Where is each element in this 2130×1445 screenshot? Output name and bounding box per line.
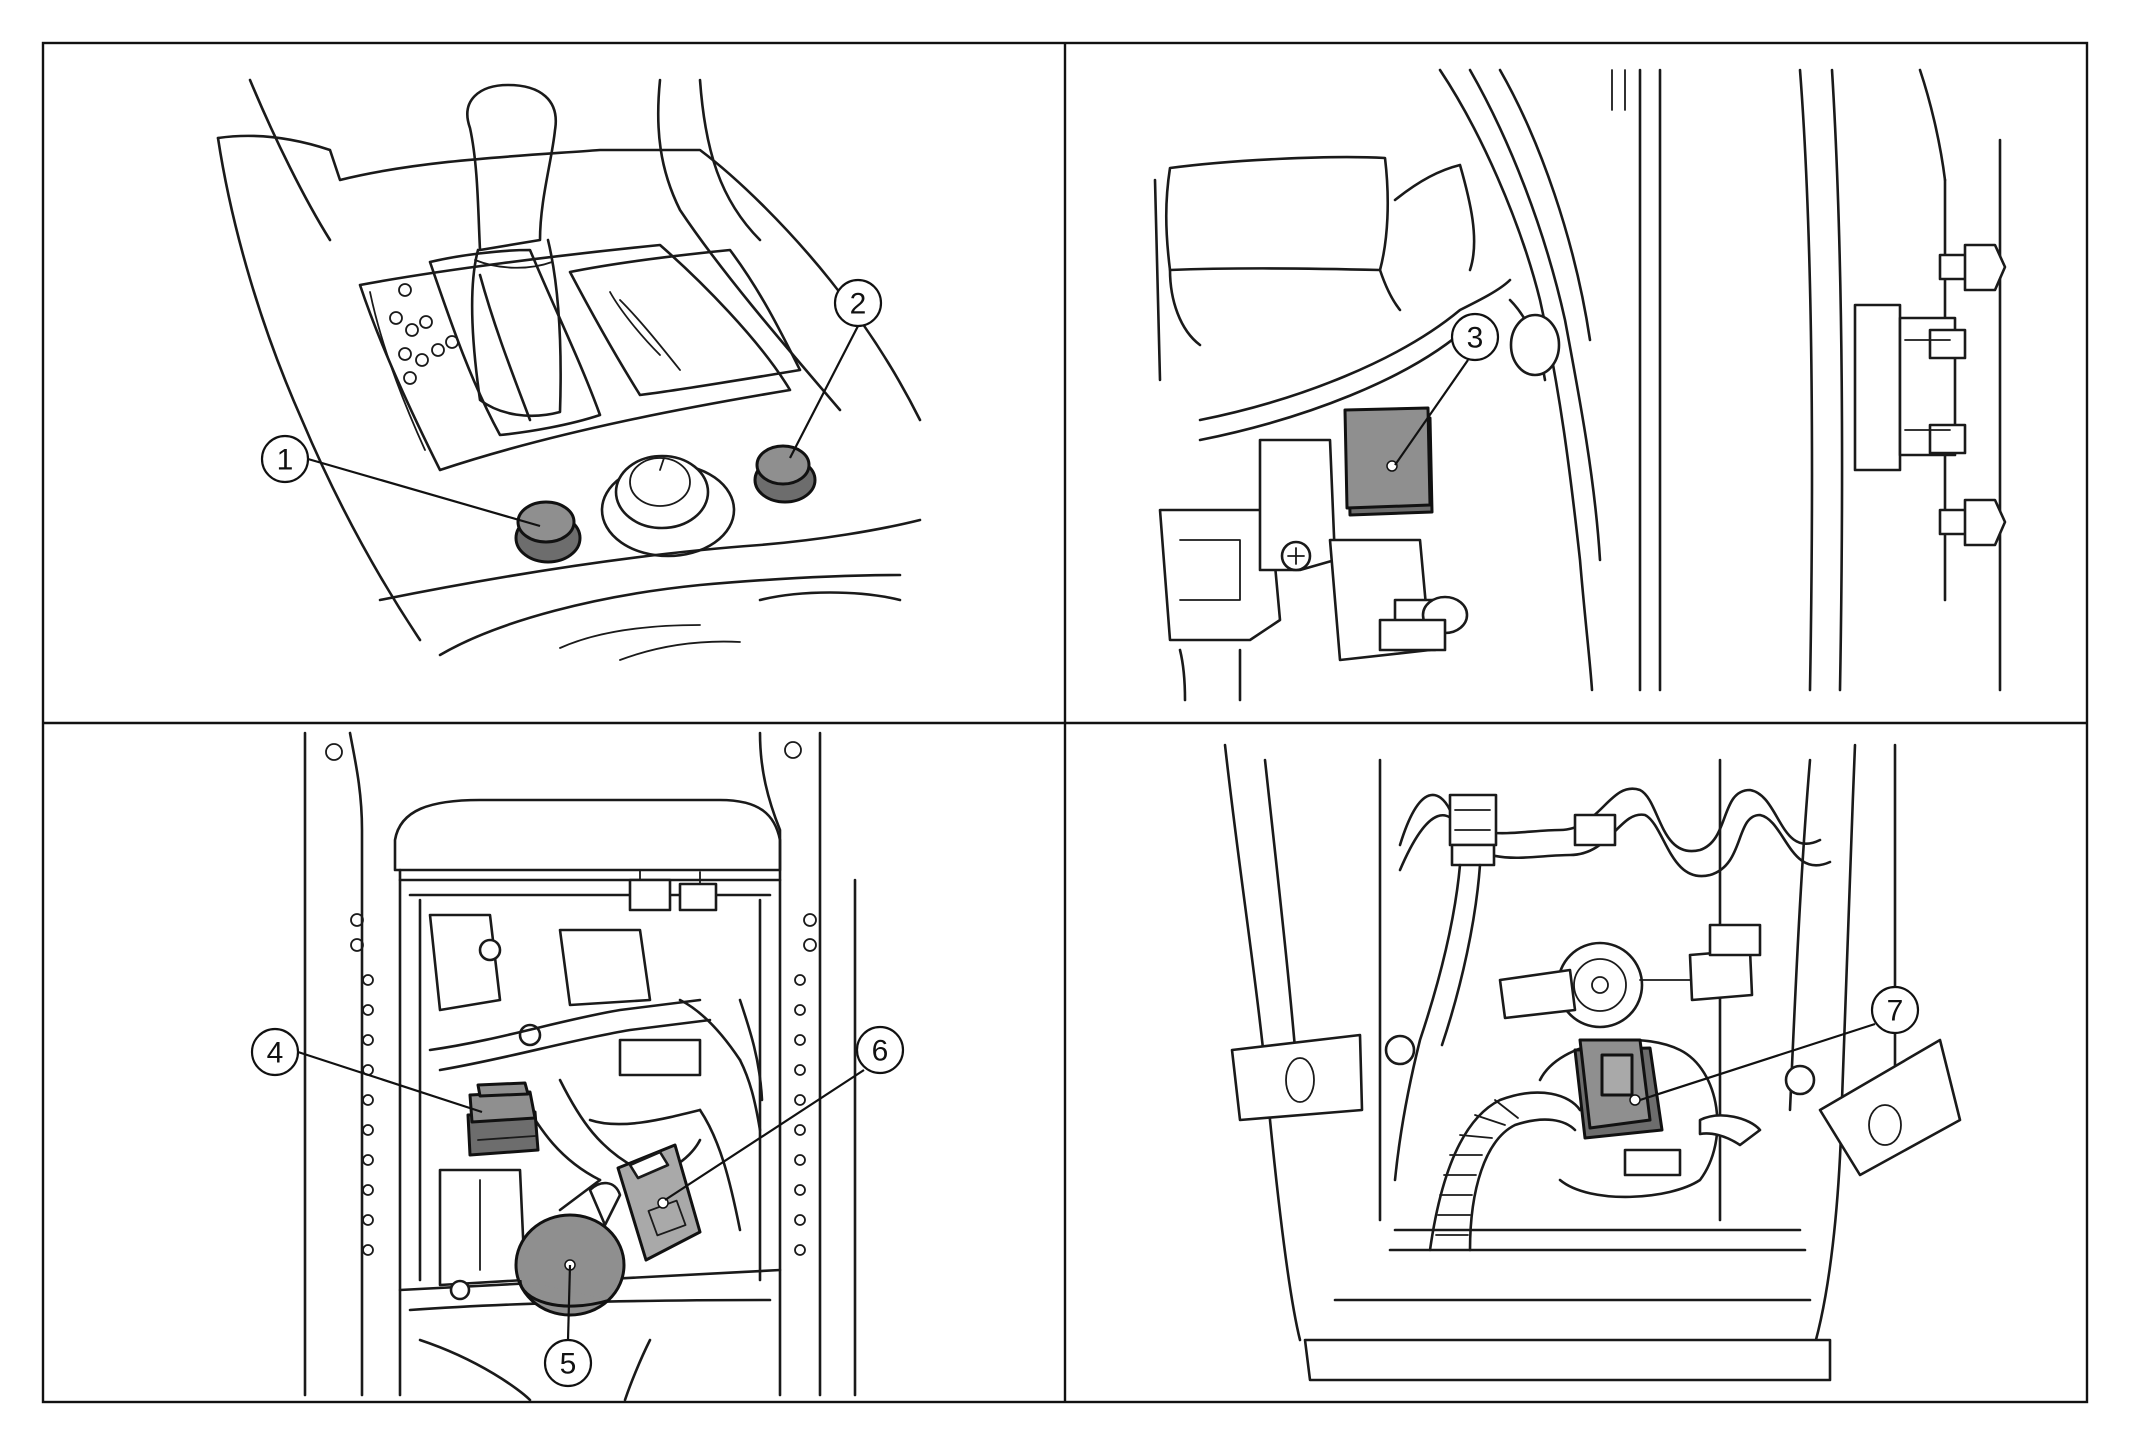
callout-7-label: 7 [1887,995,1904,1028]
panel-under-seat: 4 5 6 [250,731,905,1402]
callout-2: 2 [789,278,883,459]
console-switch-dots [389,283,459,385]
rail-holes [325,741,817,1256]
callout-2-label: 2 [850,288,867,321]
component-1-switch [514,500,582,564]
corrugated-tube-rings [1435,1099,1519,1236]
callout-7: 7 [1639,985,1920,1102]
callout-5: 5 [543,1264,593,1388]
panel-under-seat-rear: 7 [1223,743,1962,1382]
panel-door-pillar: 3 [1153,68,2007,702]
component-6-module [616,1143,702,1262]
callout-1-label: 1 [277,444,294,477]
callout-4: 4 [250,1027,483,1114]
callout-4-label: 4 [267,1037,284,1070]
callout-6: 6 [664,1025,905,1201]
callout-6-label: 6 [872,1035,889,1068]
component-7-module [1573,1038,1664,1140]
component-4-connector [466,1081,540,1157]
harness-connector-top [1448,793,1498,867]
callout-3-label: 3 [1467,322,1484,355]
callout-3: 3 [1394,312,1500,466]
panel-center-console: 1 2 [216,78,922,661]
component-2-switch [753,444,817,504]
seat-motor [1498,923,1762,1029]
diagram-frame [41,41,2089,1404]
callout-1: 1 [260,434,541,528]
hinge-bolts [1938,243,2007,547]
component-3-module [1343,406,1434,517]
callout-5-label: 5 [560,1348,577,1381]
